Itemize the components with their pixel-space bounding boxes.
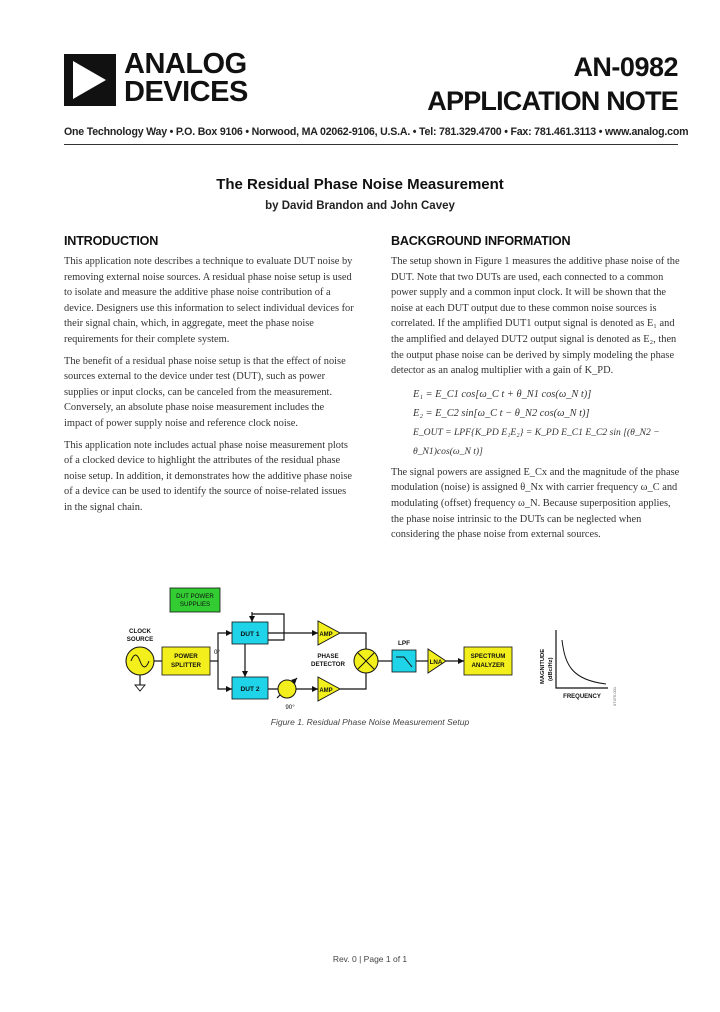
document-type: APPLICATION NOTE	[427, 86, 679, 116]
spectrum-analyzer-label-1: SPECTRUM	[471, 653, 506, 660]
ground-icon	[134, 684, 146, 692]
lna-label: LNA	[430, 659, 443, 666]
amp1-label: AMP	[319, 632, 332, 638]
analog-devices-logo-mark	[64, 54, 116, 106]
logo-triangle-icon	[73, 61, 106, 99]
company-logo-text: ANALOG DEVICES	[124, 48, 248, 108]
amp1-triangle	[317, 620, 341, 646]
equation-e2: E₂ = E_C2 sin[ω_C t − θ_N2 cos(ω_N t)]	[413, 407, 590, 419]
amp2-triangle	[317, 676, 341, 702]
power-splitter-label-2: SPLITTER	[171, 662, 201, 669]
clock-source-label-1: CLOCK	[129, 628, 152, 635]
amp2-label: AMP	[319, 688, 332, 694]
intro-paragraph-3: This application note includes actual ph…	[64, 439, 352, 513]
page-footer: Rev. 0 | Page 1 of 1	[332, 954, 408, 964]
ninety-degree-label: 90°	[285, 704, 295, 711]
logo-line-2: DEVICES	[124, 76, 248, 108]
phase-noise-curve	[561, 639, 607, 685]
lna-triangle	[427, 648, 447, 674]
logo-line-1: ANALOG	[124, 48, 247, 80]
background-section: BACKGROUND INFORMATION The setup shown i…	[391, 234, 681, 549]
frequency-axis-label: FREQUENCY	[563, 694, 601, 700]
introduction-section: INTRODUCTION This application note descr…	[64, 234, 354, 522]
dut-power-supplies-block	[169, 587, 221, 613]
intro-paragraph-1: This application note describes a techni…	[64, 256, 354, 345]
phase-detector-label-1: PHASE	[317, 653, 338, 660]
phase-shifter-icon	[277, 679, 297, 699]
background-heading: BACKGROUND INFORMATION	[391, 234, 571, 248]
dut2-block	[231, 676, 269, 700]
company-address: One Technology Way • P.O. Box 9106 • Nor…	[64, 126, 689, 138]
phase-detector-label-2: DETECTOR	[311, 661, 345, 668]
header-divider	[64, 144, 678, 145]
zero-degree-label: 0°	[214, 649, 220, 656]
background-paragraph-2: The signal powers are assigned E_Cx and …	[391, 466, 680, 541]
introduction-heading: INTRODUCTION	[64, 234, 159, 248]
document-number: AN-0982	[573, 52, 678, 82]
dut-power-label-1: DUT POWER	[176, 593, 214, 600]
background-paragraph-1: The setup shown in Figure 1 measures the…	[391, 256, 680, 377]
lpf-label: LPF	[398, 640, 410, 647]
equation-eout: E_OUT = LPF{K_PD E₁E₂} = K_PD E_C1 E_C2 …	[413, 426, 660, 457]
dut2-label: DUT 2	[240, 686, 259, 693]
dut1-block	[231, 621, 269, 645]
dut1-label: DUT 1	[240, 631, 259, 638]
document-title: The Residual Phase Noise Measurement	[216, 176, 504, 193]
spectrum-analyzer-block	[463, 646, 513, 676]
residual-phase-noise-setup-diagram: DUT POWER SUPPLIES CLOCK SOURCE POWER SP…	[125, 587, 617, 711]
power-splitter-label-1: POWER	[174, 653, 198, 660]
document-authors: by David Brandon and John Cavey	[265, 200, 455, 212]
dut-power-label-2: SUPPLIES	[180, 601, 210, 608]
magnitude-unit-label: (dBc/Hz)	[548, 657, 554, 681]
power-splitter-block	[161, 646, 211, 676]
figure-id-label: 07476-001	[612, 686, 617, 706]
sine-wave-icon	[130, 654, 150, 668]
lowpass-filter-icon	[396, 656, 413, 668]
magnitude-axis-label: MAGNITUDE	[540, 649, 546, 684]
clock-source-label-2: SOURCE	[127, 636, 153, 643]
equation-e1: E₁ = E_C1 cos[ω_C t + θ_N1 cos(ω_N t)]	[413, 388, 592, 400]
figure-caption: Figure 1. Residual Phase Noise Measureme…	[270, 717, 470, 727]
spectrum-analyzer-label-2: ANALYZER	[471, 662, 505, 669]
intro-paragraph-2: The benefit of a residual phase noise se…	[64, 355, 346, 429]
lpf-block	[391, 649, 417, 673]
